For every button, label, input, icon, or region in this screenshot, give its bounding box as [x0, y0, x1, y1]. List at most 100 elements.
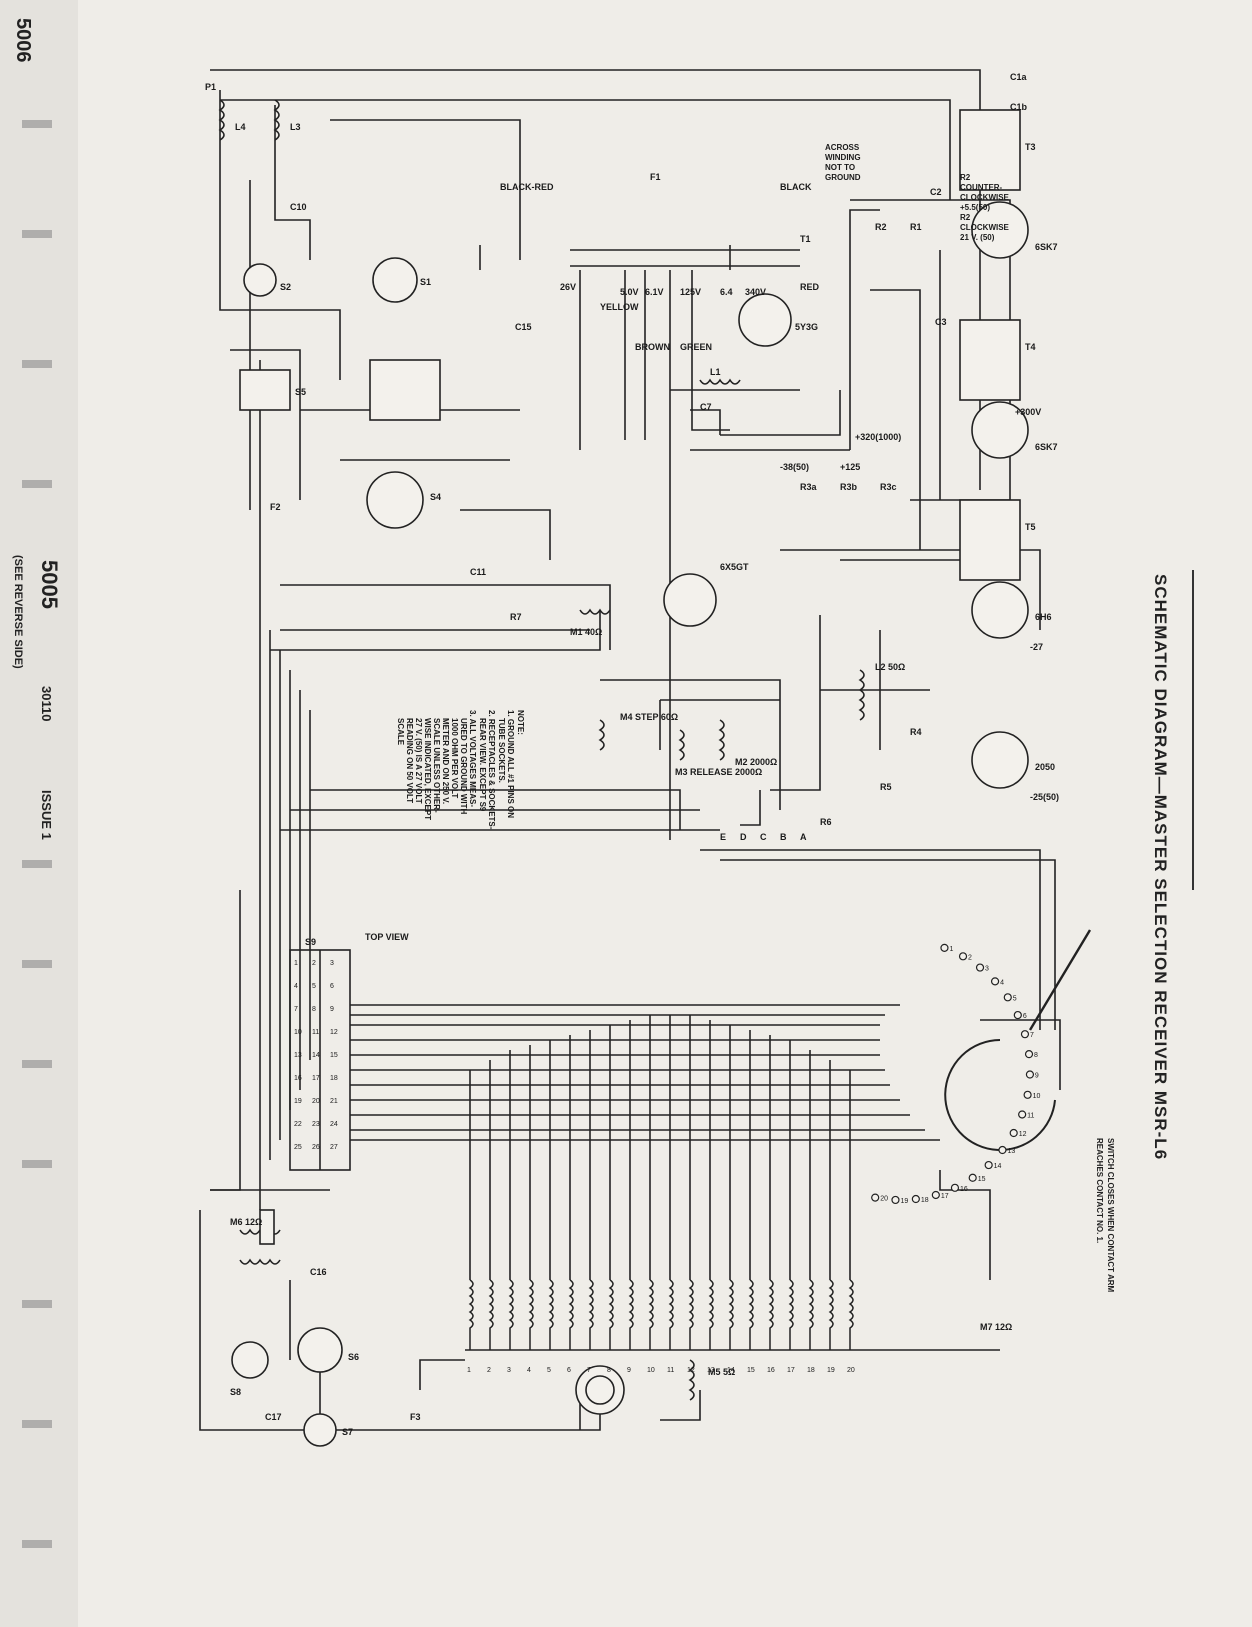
contact-dot — [975, 963, 985, 972]
harness — [210, 890, 241, 1191]
binding-mark — [22, 1420, 52, 1428]
relay-coil — [848, 1279, 854, 1350]
relay-coil — [508, 1279, 514, 1350]
scan-margin — [0, 0, 78, 1627]
transformer-t4 — [959, 319, 1021, 401]
s9-terminal: 24 — [330, 1121, 338, 1128]
lamp-circuit — [380, 1410, 601, 1431]
contact-dot — [891, 1195, 900, 1205]
s9-terminal: 7 — [294, 1006, 298, 1013]
label-m4: M4 STEP 60Ω — [620, 712, 678, 722]
relay-coil — [528, 1279, 534, 1350]
relay-number: 11 — [667, 1367, 674, 1374]
s9-terminal: 5 — [312, 983, 316, 990]
r2-note-line: +5.5(50) — [960, 203, 990, 212]
label-c2: C2 — [930, 187, 942, 197]
label-m5: M5 5Ω — [708, 1367, 735, 1377]
detector-chain — [740, 790, 761, 826]
contact-dot — [1003, 993, 1012, 1002]
contact-number: 18 — [921, 1197, 929, 1204]
label-l3: L3 — [290, 122, 301, 132]
label-v125: 125V — [680, 287, 701, 297]
s9-terminal: 27 — [330, 1144, 338, 1151]
relay-number: 19 — [827, 1367, 835, 1374]
label-v320: +320(1000) — [855, 432, 901, 442]
relay-wire — [600, 679, 781, 810]
label-wire-red: RED — [800, 282, 820, 292]
relay-bank-ground — [419, 1359, 465, 1390]
r2-note-line: R2 — [960, 213, 971, 222]
label-r7: R7 — [510, 612, 522, 622]
binding-mark — [22, 120, 52, 128]
selector-arc — [944, 1039, 1056, 1151]
label-v125b: +125 — [840, 462, 860, 472]
inductor-l2 — [858, 669, 865, 721]
relay-coil-m3 — [678, 729, 685, 761]
relay-coil — [768, 1279, 774, 1350]
label-tube-5y3g: 5Y3G — [795, 322, 818, 332]
contact-dot — [984, 1160, 993, 1170]
label-t1: T1 — [800, 234, 811, 244]
contact-number: 20 — [880, 1196, 888, 1203]
label-c15: C15 — [515, 322, 532, 332]
binding-mark — [22, 1160, 52, 1168]
contact-dot — [968, 1173, 977, 1182]
winding-note-line: WINDING — [825, 153, 861, 162]
selector-arm — [1028, 929, 1092, 1031]
r2-note-line: CLOCKWISE — [960, 193, 1010, 202]
relay-number: 1 — [467, 1367, 471, 1374]
s9-terminal: 17 — [312, 1075, 320, 1082]
label-t3: T3 — [1025, 142, 1036, 152]
label-plug: P1 — [205, 82, 216, 92]
r2-note-line: COUNTER- — [960, 183, 1003, 192]
label-v26: 26V — [560, 282, 576, 292]
issue-label: ISSUE 1 — [39, 790, 54, 840]
label-s9: S9 — [305, 937, 316, 947]
selector-disc-inner — [585, 1375, 615, 1405]
s9-terminal: 9 — [330, 1006, 334, 1013]
label-v64: 6.4 — [720, 287, 733, 297]
tube-5y3g — [738, 293, 792, 347]
contact-number: 4 — [1000, 979, 1004, 986]
detector-chain — [770, 615, 821, 791]
relay-wire — [280, 584, 611, 650]
label-c11: C11 — [470, 567, 486, 577]
s9-terminal: 6 — [330, 983, 334, 990]
contact-number: 2 — [968, 954, 972, 961]
contact-dot — [1025, 1070, 1035, 1079]
socket-s6 — [297, 1327, 343, 1373]
relay-number: 12 — [687, 1367, 695, 1374]
relay-number: 10 — [647, 1367, 655, 1374]
contact-dot — [931, 1190, 940, 1200]
relay-number: 14 — [727, 1367, 735, 1374]
label-s4: S4 — [430, 492, 441, 502]
label-tube-6h6: 6H6 — [1035, 612, 1052, 622]
relay-number: 7 — [587, 1367, 591, 1374]
relay-coil — [788, 1279, 794, 1350]
relay-wire — [230, 349, 301, 500]
relay-coil — [668, 1279, 674, 1350]
binding-mark — [22, 480, 52, 488]
relay-coil-m1 — [579, 608, 611, 615]
socket-s1 — [372, 257, 418, 303]
page-number-bottom: 5005 — [37, 560, 62, 609]
r2-note-line: R2 — [960, 173, 971, 182]
contact-dot — [1009, 1128, 1018, 1138]
relay-number: 3 — [507, 1367, 511, 1374]
label-s1: S1 — [420, 277, 431, 287]
label-l2: L2 50Ω — [875, 662, 905, 672]
binding-mark — [22, 960, 52, 968]
binding-mark — [22, 1060, 52, 1068]
relay-wire — [460, 509, 551, 560]
label-l4: L4 — [235, 122, 246, 132]
tube-6x5gt — [663, 573, 717, 627]
label-m1: M1 40Ω — [570, 627, 602, 637]
label-v300: +300V — [1015, 407, 1041, 417]
if-stage-bus — [870, 289, 921, 550]
s9-terminal: 12 — [330, 1029, 338, 1036]
b-plus-line — [849, 209, 880, 450]
label-terminal-c: C — [760, 832, 767, 842]
contact-leads — [939, 1170, 991, 1280]
